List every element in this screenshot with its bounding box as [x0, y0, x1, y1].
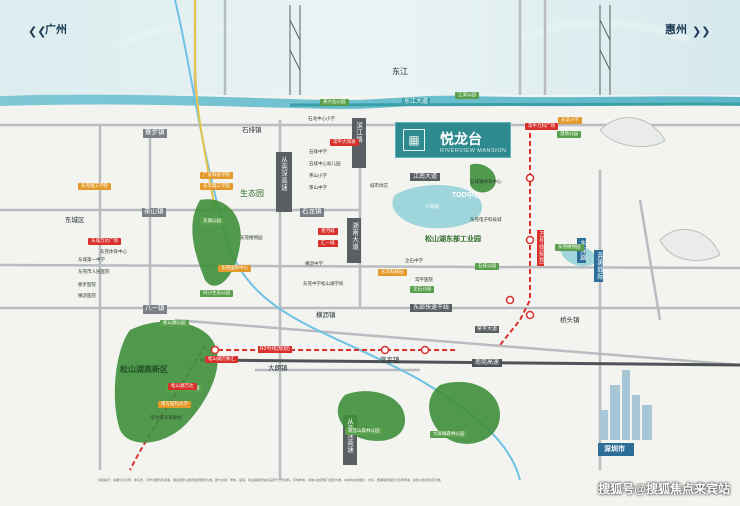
zhuanhuan-label: 莞惠城际 — [594, 250, 603, 282]
town-dongcheng: 东城区 — [65, 217, 85, 224]
poi-4: 茶山中学 — [309, 185, 327, 190]
dongjiang-ave-line — [289, 102, 740, 107]
project-brand[interactable]: ▦ 悦龙台 RIVERVIEW MANSION — [395, 122, 511, 158]
town-ssl-east: 松山湖东部工业园 — [425, 236, 481, 243]
town-shipai: 石排镇 — [242, 127, 262, 134]
poi-16: 华为溪流背坡村 — [150, 415, 182, 420]
poi-8: 东莞市人民医院 — [78, 269, 110, 274]
small-lake — [392, 184, 482, 229]
tag-green-8: 观音山森林公园 — [345, 428, 383, 435]
tag-orange-0: 东莞理工学院 — [78, 183, 111, 190]
tag-green-3: 东湖公园 — [200, 218, 224, 225]
town-hengli: 横沥镇 — [316, 312, 336, 319]
nanwan-expressway-label: 南莞高速 — [472, 359, 503, 367]
tod-label: TOD中心 — [452, 192, 481, 199]
town-chashan: 茶山镇 — [142, 208, 166, 217]
project-logo-icon: ▦ — [403, 129, 425, 151]
poi-17: 东莞植物园 — [240, 235, 263, 240]
tag-orange-6: 南方医科大学 — [158, 401, 191, 408]
poi-10: 常平医院 — [415, 277, 433, 282]
poi-5: 横沥中学 — [305, 261, 323, 266]
hunan-ave-box — [347, 218, 361, 263]
tag-red-4: 松山湖万象汇 — [205, 356, 238, 363]
nanwan-expressway-line — [199, 358, 740, 367]
tag-green-5: 松山湖公园 — [160, 320, 189, 327]
poi-19: 企石中学 — [405, 258, 423, 263]
project-name-cn: 悦龙台 — [440, 131, 482, 147]
poi-12: 小海湖 — [425, 204, 439, 209]
tag-red-0: 东城万达广场 — [88, 238, 121, 245]
tag-green-6: 同沙生态公园 — [200, 290, 233, 297]
huizhou-arrow-icon: ❯❯ — [692, 26, 711, 38]
metro-r3-label: R3号线(规划) — [258, 346, 292, 353]
guangzhou-label: 广州 — [45, 24, 67, 36]
town-bayi: 八一镇 — [143, 305, 167, 314]
project-name-en: RIVERVIEW MANSION — [440, 148, 507, 154]
town-dalang: 大朗镇 — [268, 365, 288, 372]
dongbu-expressway-label: 东部快速干线 — [410, 304, 453, 312]
binjiang-box — [352, 118, 366, 168]
poi-11: 横沥医院 — [78, 293, 96, 298]
tag-green-0: 黄大仙公园 — [320, 99, 349, 106]
poi-7: 东城第一中学 — [78, 257, 105, 262]
changping-ave-label: 常平大道 — [475, 326, 500, 333]
tag-red-2: 星河城 — [318, 228, 338, 235]
town-songshanhu: 松山湖高新区 — [120, 365, 168, 374]
metro-r2-label: R2号线(规划) — [537, 230, 544, 266]
dongjiang-river — [0, 94, 740, 110]
shenzhen-label: 深圳市 — [604, 446, 625, 453]
metro-line-r2 — [499, 125, 531, 346]
tag-red-3: 松山湖万达 — [168, 383, 197, 390]
tag-green-2: 湿地公园 — [557, 131, 581, 138]
poi-14: 石排镇体育中心 — [470, 179, 502, 184]
congguan-north-label: 从莞深高速 — [279, 156, 287, 191]
poi-1: 石排中学 — [309, 149, 327, 154]
town-shilong: 石龙镇 — [300, 208, 324, 217]
huizhou-label: 惠州 — [665, 24, 687, 36]
dongjiang-label: 东江 — [392, 67, 408, 76]
tag-green-11: 企石公园 — [410, 286, 434, 293]
tag-green-1: 江滨公园 — [455, 92, 479, 99]
shenzhen-box — [598, 443, 634, 456]
tag-red-1: 汇一城 — [318, 240, 338, 247]
poi-18: 东莞体育中心 — [100, 249, 127, 254]
congguan-south-label: 从莞深高速 — [345, 418, 353, 453]
dongjiang-ave-label: 东江大道 — [402, 98, 431, 106]
congguan-north-box — [276, 152, 292, 212]
tag-green-4: 东莞植物园 — [555, 244, 584, 251]
tag-red-6: 常平大润发 — [330, 139, 359, 146]
tag-green-7: 大屏嶂森林公园 — [430, 431, 468, 438]
poi-0: 石龙中心小学 — [308, 116, 335, 121]
poi-15: 东莞电子科技城 — [470, 217, 502, 222]
town-eco-park: 生态园 — [240, 189, 264, 198]
poi-13: 城市绿芯 — [370, 183, 388, 188]
tag-orange-5: 东莞国际中心 — [218, 265, 251, 272]
tag-orange-1: 广东科技学院 — [200, 172, 233, 179]
guangzhou-arrow-icon: ❮❮ — [28, 26, 47, 38]
tag-red-5: 常平万科广场 — [525, 123, 558, 130]
watermark: 搜狐号@搜狐焦点来宾站 — [598, 482, 730, 496]
town-qiaotou: 桥头镇 — [560, 317, 580, 324]
poi-3: 茶山小学 — [309, 173, 327, 178]
poi-6: 东莞中学松山湖学校 — [303, 281, 344, 286]
poi-2: 石排中心幼儿园 — [309, 161, 341, 166]
tag-orange-3: 东华小学 — [558, 117, 582, 124]
disclaimer-text: 特别提示：本图仅为示意，非实景，不作为要约及承诺，相关配套以政府最终规划为准。部… — [98, 478, 444, 482]
top-sky — [0, 0, 740, 95]
poi-9: 寮步医院 — [78, 282, 96, 287]
tag-green-10: 石排公园 — [475, 263, 499, 270]
town-liaobu: 寮步镇 — [143, 129, 167, 138]
binjiang-label: 滨江路 — [354, 122, 362, 143]
jiangnan-ave-label: 江南大道 — [410, 173, 441, 181]
town-changping: 常平镇 — [380, 357, 400, 364]
tag-orange-4: 东华科技园 — [378, 269, 407, 276]
tag-orange-2: 东华理工学院 — [200, 183, 233, 190]
hunan-ave-label: 湖南大道 — [350, 222, 358, 250]
